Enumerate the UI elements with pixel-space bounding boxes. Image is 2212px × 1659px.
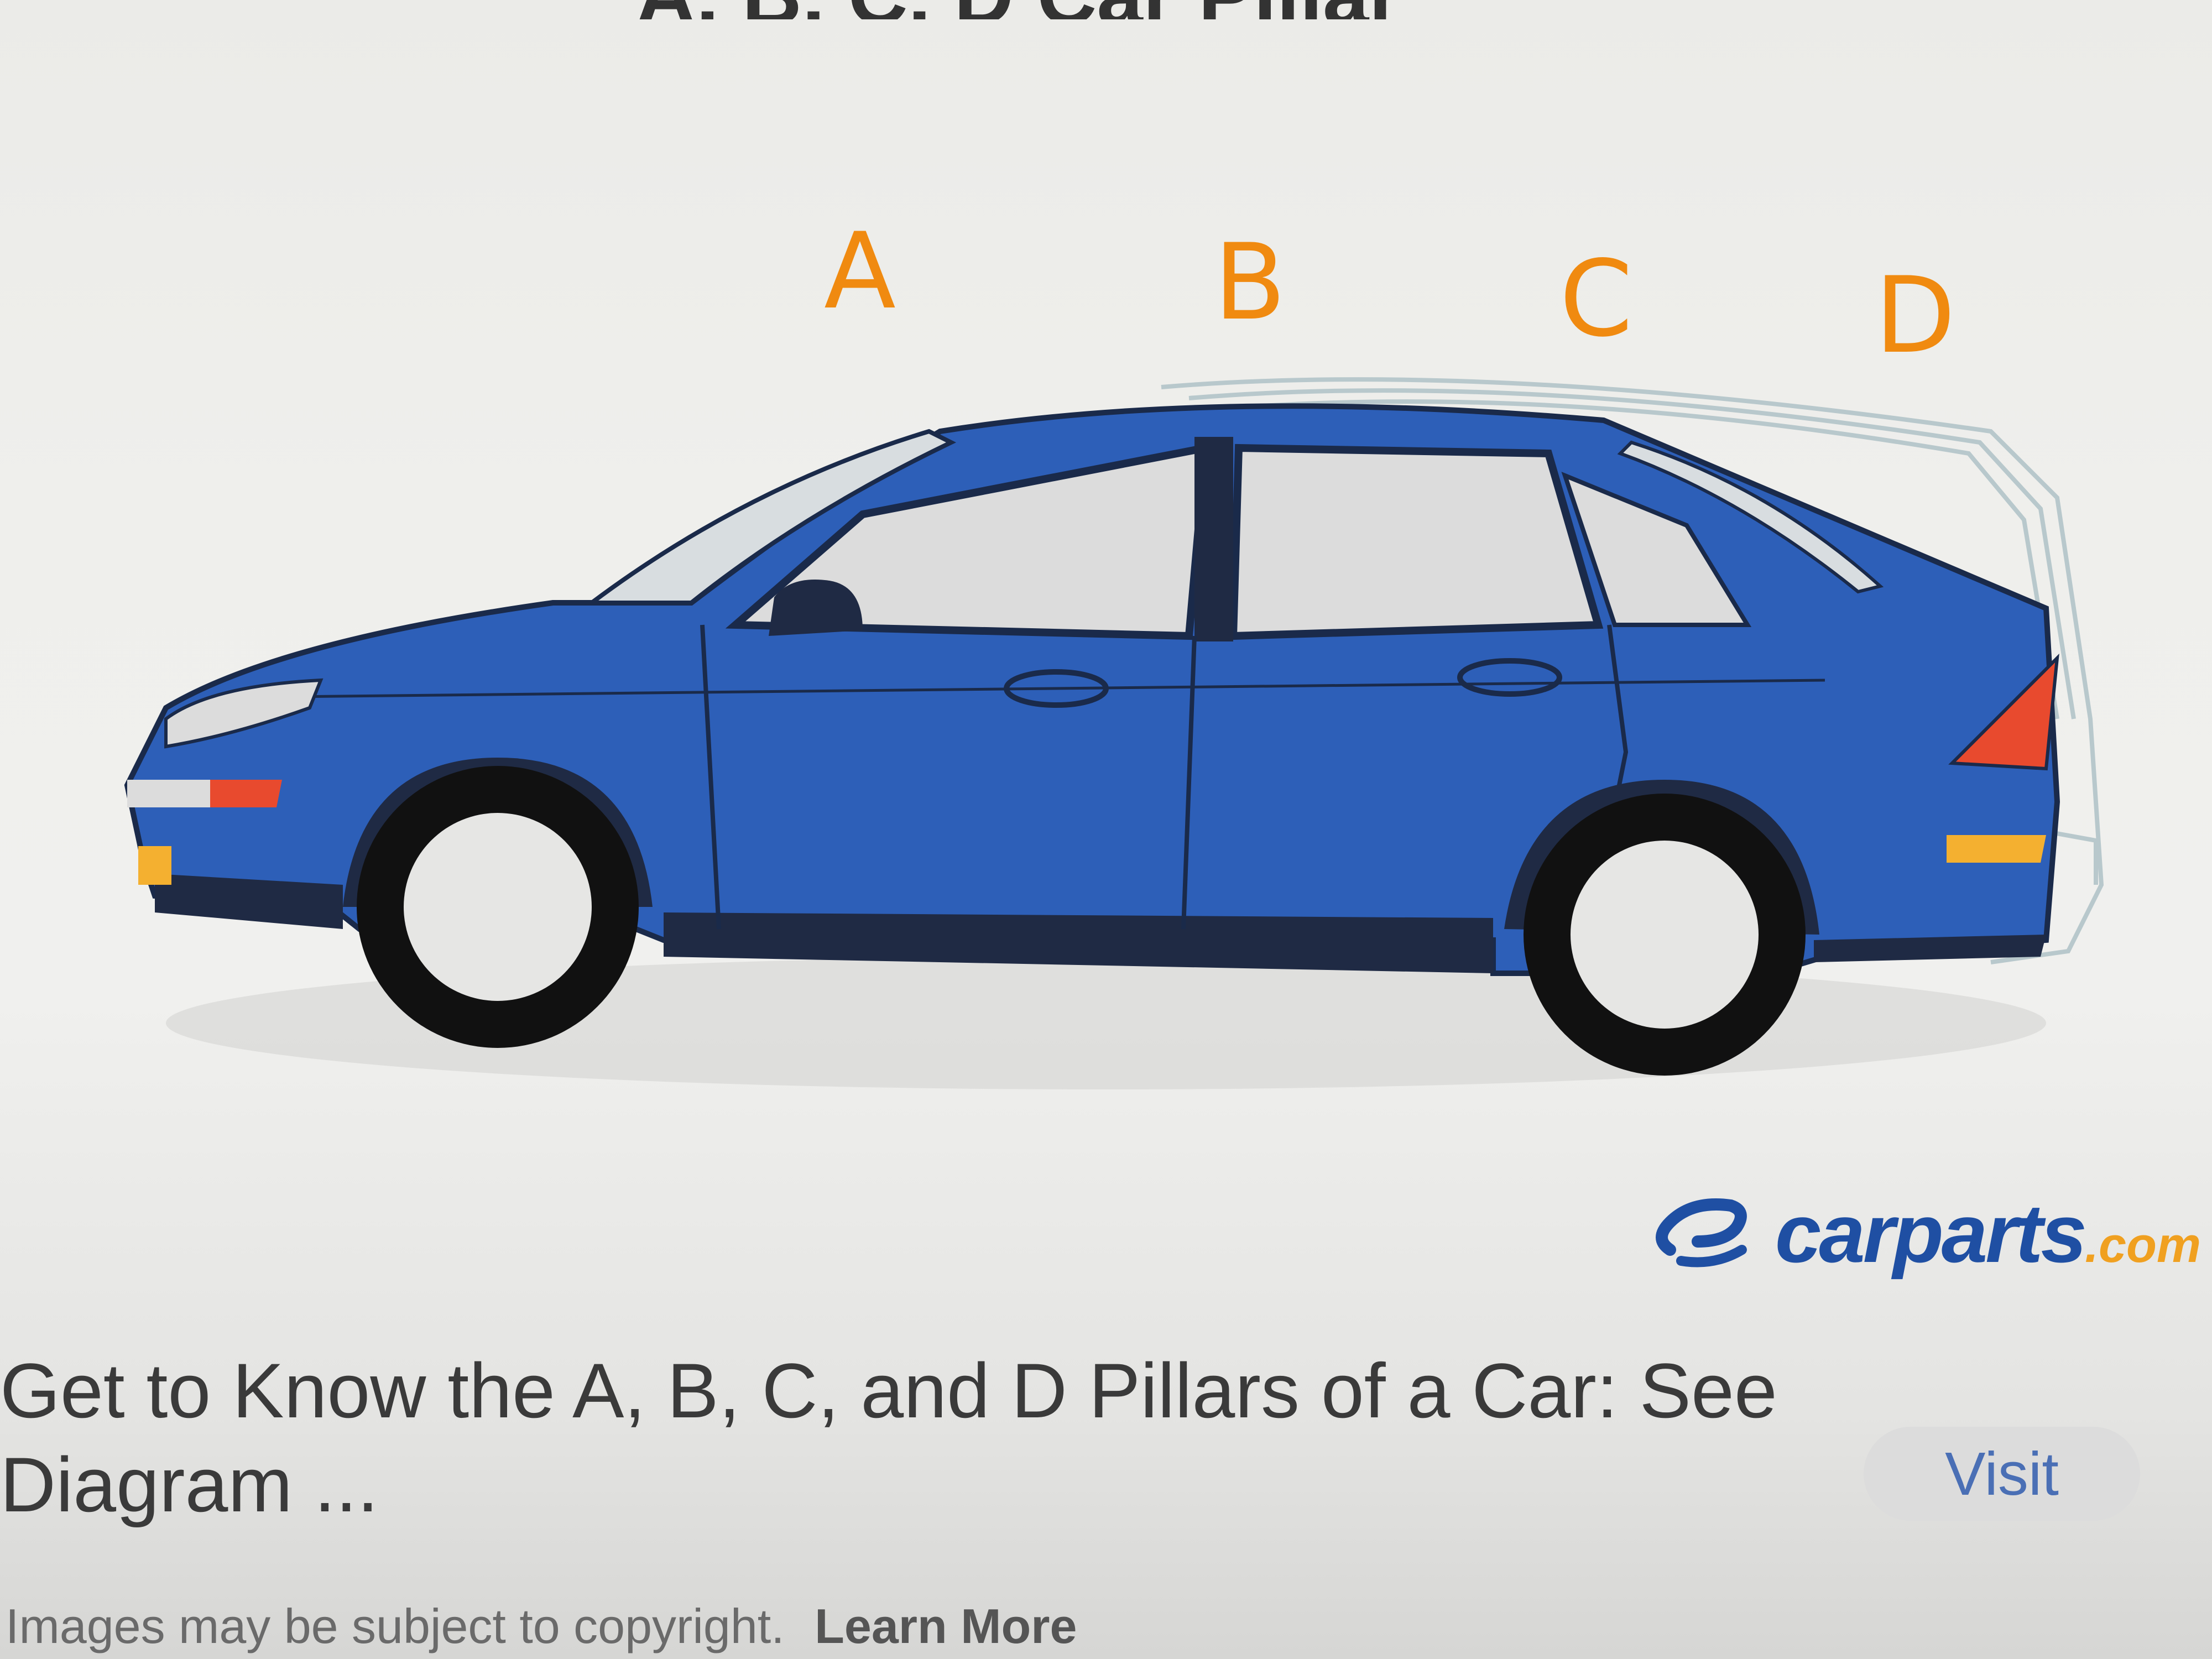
pillar-label-b: B bbox=[1214, 221, 1286, 343]
learn-more-link[interactable]: Learn More bbox=[815, 1599, 1077, 1653]
front-wheel bbox=[357, 766, 639, 1048]
rear-wheel bbox=[1524, 794, 1806, 1076]
logo-suffix: .com bbox=[2084, 1217, 2201, 1273]
pillar-label-c: C bbox=[1559, 238, 1633, 360]
copyright-text: Images may be subject to copyright. bbox=[6, 1599, 785, 1653]
logo-wordmark: carparts.com bbox=[1775, 1186, 2201, 1280]
wagon-outline bbox=[1161, 377, 2104, 964]
carparts-swirl-icon bbox=[1656, 1198, 1747, 1267]
pillar-label-a: A bbox=[824, 210, 896, 332]
copyright-note: Images may be subject to copyright. Lear… bbox=[6, 1598, 1222, 1655]
source-logo: carparts.com bbox=[1648, 1178, 2201, 1288]
result-title-link[interactable]: Get to Know the A, B, C, and D Pillars o… bbox=[0, 1347, 1777, 1528]
result-image[interactable]: A B C D carparts.com bbox=[0, 0, 2212, 1338]
page-title-fragment: A, B, C, D Car Pillar bbox=[636, 0, 1742, 19]
pillar-label-d: D bbox=[1875, 254, 1956, 377]
car-diagram bbox=[124, 377, 2104, 1089]
visit-button[interactable]: Visit bbox=[1864, 1427, 2140, 1521]
